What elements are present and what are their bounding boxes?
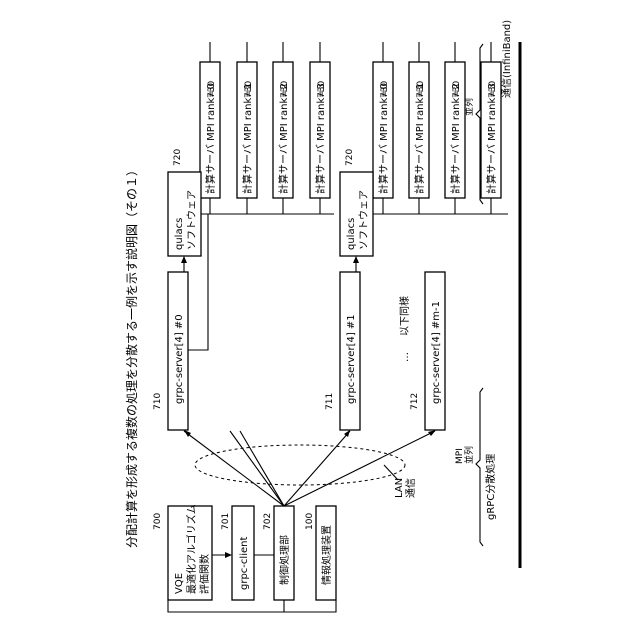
svg-text:720: 720 bbox=[173, 149, 183, 166]
qulacs-1: qulacs ソフトウェア 720 bbox=[340, 149, 373, 256]
svg-text:701: 701 bbox=[221, 513, 231, 530]
mpi-rank-ref: 730 bbox=[380, 81, 390, 98]
mpi-rank-label: 計算サーバ MPI rank=3 bbox=[485, 83, 498, 194]
svg-text:qulacs: qulacs bbox=[346, 218, 357, 250]
svg-text:VQE: VQE bbox=[174, 573, 185, 594]
svg-text:grpc-server[4] #m-1: grpc-server[4] #m-1 bbox=[431, 301, 442, 404]
grpc-server-1: grpc-server[4] #1 711 bbox=[325, 272, 360, 430]
svg-text:702: 702 bbox=[263, 513, 273, 530]
diagram-title: 分配計算を形成する複数の処理を分散する一例を示す説明図（その１） bbox=[124, 164, 139, 548]
lan-link-a bbox=[230, 431, 284, 506]
svg-text:grpc-server[4] #1: grpc-server[4] #1 bbox=[346, 314, 357, 404]
mpi-rank-label: 計算サーバ MPI rank=0 bbox=[377, 83, 390, 194]
lan-label-a: LAN bbox=[394, 478, 405, 498]
mpi-rank-label: 計算サーバ MPI rank=2 bbox=[449, 83, 462, 194]
mpi-rank-ref: 730 bbox=[416, 81, 426, 98]
svg-text:grpc-server[4] #0: grpc-server[4] #0 bbox=[174, 314, 185, 404]
info-device-box: 情報処理装置 100 bbox=[305, 506, 336, 600]
mpi-rank-1-1: 計算サーバ MPI rank=1730 bbox=[409, 42, 429, 214]
ellipsis-dots: … bbox=[400, 352, 411, 362]
svg-text:情報処理装置: 情報処理装置 bbox=[320, 525, 333, 585]
mpi-rank-ref: 730 bbox=[452, 81, 462, 98]
vqe-box: VQE 最適化アルゴリズム 評価関数 700 bbox=[153, 504, 212, 600]
mpi-rank-label: 計算サーバ MPI rank=0 bbox=[204, 83, 217, 194]
lan-leader bbox=[384, 465, 398, 480]
mpi-rank-1-0: 計算サーバ MPI rank=0730 bbox=[373, 42, 393, 214]
control-box: 制御処理部 702 bbox=[263, 506, 294, 600]
arrow-head bbox=[428, 430, 436, 436]
mpi-rank-0-1: 計算サーバ MPI rank=1730 bbox=[237, 42, 257, 214]
svg-text:評価関数: 評価関数 bbox=[198, 554, 211, 594]
ellipsis-label: 以下同様 bbox=[398, 296, 411, 336]
mpi-rank-1-2: 計算サーバ MPI rank=2730 bbox=[445, 42, 465, 214]
mpi-group-label-1-b: 並列 bbox=[463, 446, 475, 464]
svg-text:qulacs: qulacs bbox=[174, 218, 185, 250]
mpi-bracket-1 bbox=[476, 388, 483, 546]
svg-text:720: 720 bbox=[345, 149, 355, 166]
svg-text:100: 100 bbox=[305, 513, 315, 530]
mpi-rank-ref: 730 bbox=[207, 81, 217, 98]
mpi-rank-label: 計算サーバ MPI rank=2 bbox=[277, 83, 290, 194]
lan-label-b: 通信 bbox=[405, 478, 417, 498]
mpi-rank-0-3: 計算サーバ MPI rank=3730 bbox=[310, 42, 330, 214]
mpi-rank-label: 計算サーバ MPI rank=3 bbox=[314, 83, 327, 194]
mpi-rank-ref: 730 bbox=[317, 81, 327, 98]
svg-text:711: 711 bbox=[325, 393, 335, 410]
mpi-rank-label: 計算サーバ MPI rank=1 bbox=[241, 83, 254, 194]
device-frame bbox=[168, 600, 336, 612]
svg-text:700: 700 bbox=[153, 513, 163, 530]
arrow-head bbox=[353, 256, 359, 263]
lan-link-1 bbox=[284, 431, 350, 506]
arrow-head bbox=[225, 552, 232, 558]
mpi-rank-ref: 730 bbox=[488, 81, 498, 98]
lan-ellipse bbox=[195, 445, 405, 485]
mpi-rank-0-2: 計算サーバ MPI rank=2730 bbox=[273, 42, 293, 214]
mpi-rank-1-3: 計算サーバ MPI rank=3730 bbox=[481, 42, 501, 214]
svg-text:制御処理部: 制御処理部 bbox=[278, 535, 291, 585]
lan-link-b bbox=[240, 431, 284, 506]
svg-text:ソフトウェア: ソフトウェア bbox=[186, 190, 198, 250]
grpc-label: gRPC分散処理 bbox=[484, 454, 497, 520]
arrow-head bbox=[344, 430, 350, 437]
mpi-rank-ref: 730 bbox=[244, 81, 254, 98]
mpi-rank-ref: 730 bbox=[280, 81, 290, 98]
arrow-head bbox=[181, 256, 187, 263]
svg-text:grpc-client: grpc-client bbox=[239, 537, 250, 590]
grpc-server-m-1: grpc-server[4] #m-1 712 bbox=[410, 272, 445, 430]
mpi-rank-label: 計算サーバ MPI rank=1 bbox=[413, 83, 426, 194]
network-label: 通信(InfiniBand) bbox=[501, 20, 513, 98]
mpi-rank-0-0: 計算サーバ MPI rank=0730 bbox=[200, 42, 220, 214]
grpc-server-0: grpc-server[4] #0 710 bbox=[153, 272, 188, 430]
svg-text:最適化アルゴリズム: 最適化アルゴリズム bbox=[185, 504, 198, 594]
svg-text:710: 710 bbox=[153, 393, 163, 410]
qulacs-0: qulacs ソフトウェア 720 bbox=[168, 149, 201, 256]
lan-link-0 bbox=[184, 431, 284, 506]
mpi-group-label-1-a: MPI bbox=[455, 448, 465, 464]
svg-text:712: 712 bbox=[410, 393, 420, 410]
svg-text:ソフトウェア: ソフトウェア bbox=[358, 190, 370, 250]
